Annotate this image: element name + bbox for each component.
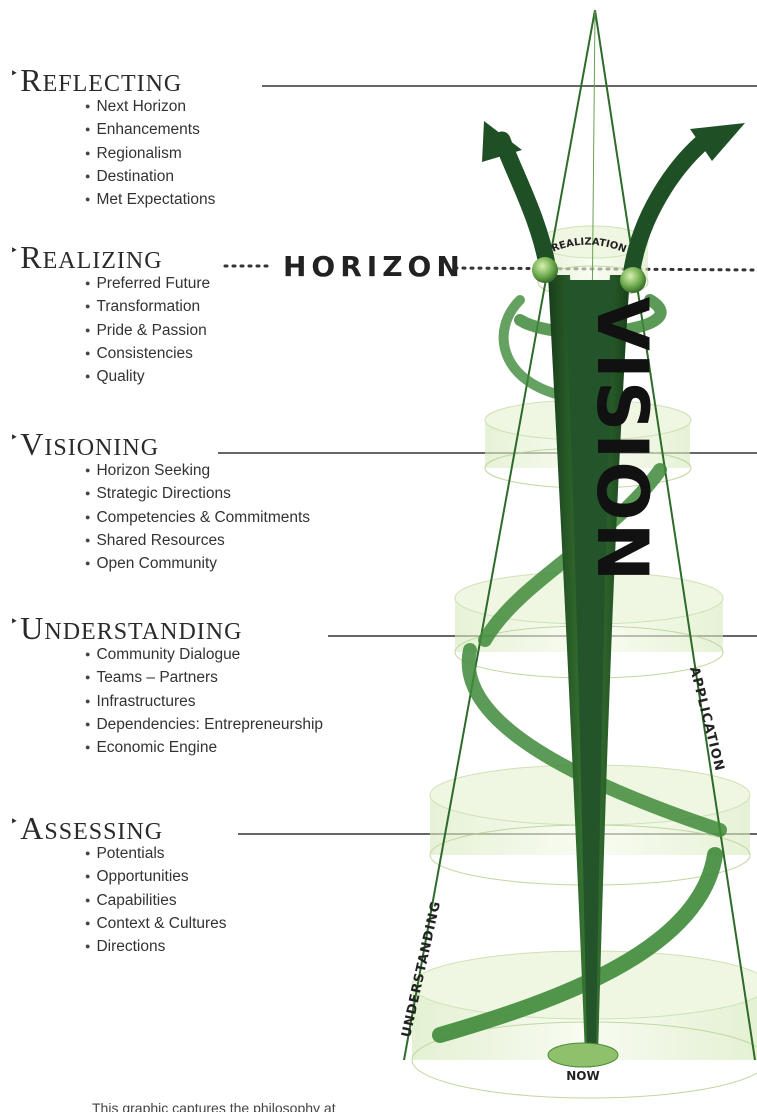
now-base <box>548 1043 618 1067</box>
now-label: NOW <box>566 1069 599 1083</box>
list-item: Consistencies <box>85 343 210 366</box>
stage-title-realizing: ‣REALIZING <box>10 239 163 276</box>
list-item: Infrastructures <box>85 691 323 714</box>
list-item: Capabilities <box>85 890 227 913</box>
realization-sphere-right <box>620 267 646 293</box>
stage-title-visioning: ‣VISIONING <box>10 426 159 463</box>
stage-title-assessing: ‣ASSESSING <box>10 810 163 847</box>
list-item: Dependencies: Entrepreneurship <box>85 714 323 737</box>
horizon-label: HORIZON <box>283 250 465 283</box>
list-item: Regionalism <box>85 143 215 166</box>
stage-title-text: REFLECTING <box>20 67 182 98</box>
list-item: Transformation <box>85 296 210 319</box>
understanding-items: Community Dialogue Teams – Partners Infr… <box>85 644 323 760</box>
list-item: Next Horizon <box>85 96 215 119</box>
list-item: Quality <box>85 366 210 389</box>
stage-title-understanding: ‣UNDERSTANDING <box>10 610 242 647</box>
list-item: Pride & Passion <box>85 320 210 343</box>
list-item: Preferred Future <box>85 273 210 296</box>
list-item: Economic Engine <box>85 737 323 760</box>
vision-label: VISION <box>581 297 663 584</box>
stage-title-reflecting: ‣REFLECTING <box>10 62 182 99</box>
list-item: Shared Resources <box>85 530 310 553</box>
list-item: Horizon Seeking <box>85 460 310 483</box>
list-item: Teams – Partners <box>85 667 323 690</box>
caption-text: This graphic captures the philosophy at <box>92 1100 336 1112</box>
list-item: Competencies & Commitments <box>85 507 310 530</box>
right-arrow-shaft <box>632 140 705 270</box>
list-item: Met Expectations <box>85 189 215 212</box>
application-label: APPLICATION <box>686 665 727 773</box>
stage-title-text: VISIONING <box>20 431 159 462</box>
left-arrow-shaft <box>502 140 548 270</box>
stage-title-text: UNDERSTANDING <box>20 615 242 646</box>
list-item: Potentials <box>85 843 227 866</box>
list-item: Community Dialogue <box>85 644 323 667</box>
list-item: Destination <box>85 166 215 189</box>
list-item: Opportunities <box>85 866 227 889</box>
list-item: Strategic Directions <box>85 483 310 506</box>
stage-title-text: REALIZING <box>20 244 162 275</box>
list-item: Context & Cultures <box>85 913 227 936</box>
visioning-items: Horizon Seeking Strategic Directions Com… <box>85 460 310 576</box>
stage-title-text: ASSESSING <box>20 815 163 846</box>
list-item: Open Community <box>85 553 310 576</box>
realization-sphere-left <box>532 257 558 283</box>
assessing-items: Potentials Opportunities Capabilities Co… <box>85 843 227 959</box>
list-item: Enhancements <box>85 119 215 142</box>
list-item: Directions <box>85 936 227 959</box>
realizing-items: Preferred Future Transformation Pride & … <box>85 273 210 389</box>
reflecting-items: Next Horizon Enhancements Regionalism De… <box>85 96 215 212</box>
